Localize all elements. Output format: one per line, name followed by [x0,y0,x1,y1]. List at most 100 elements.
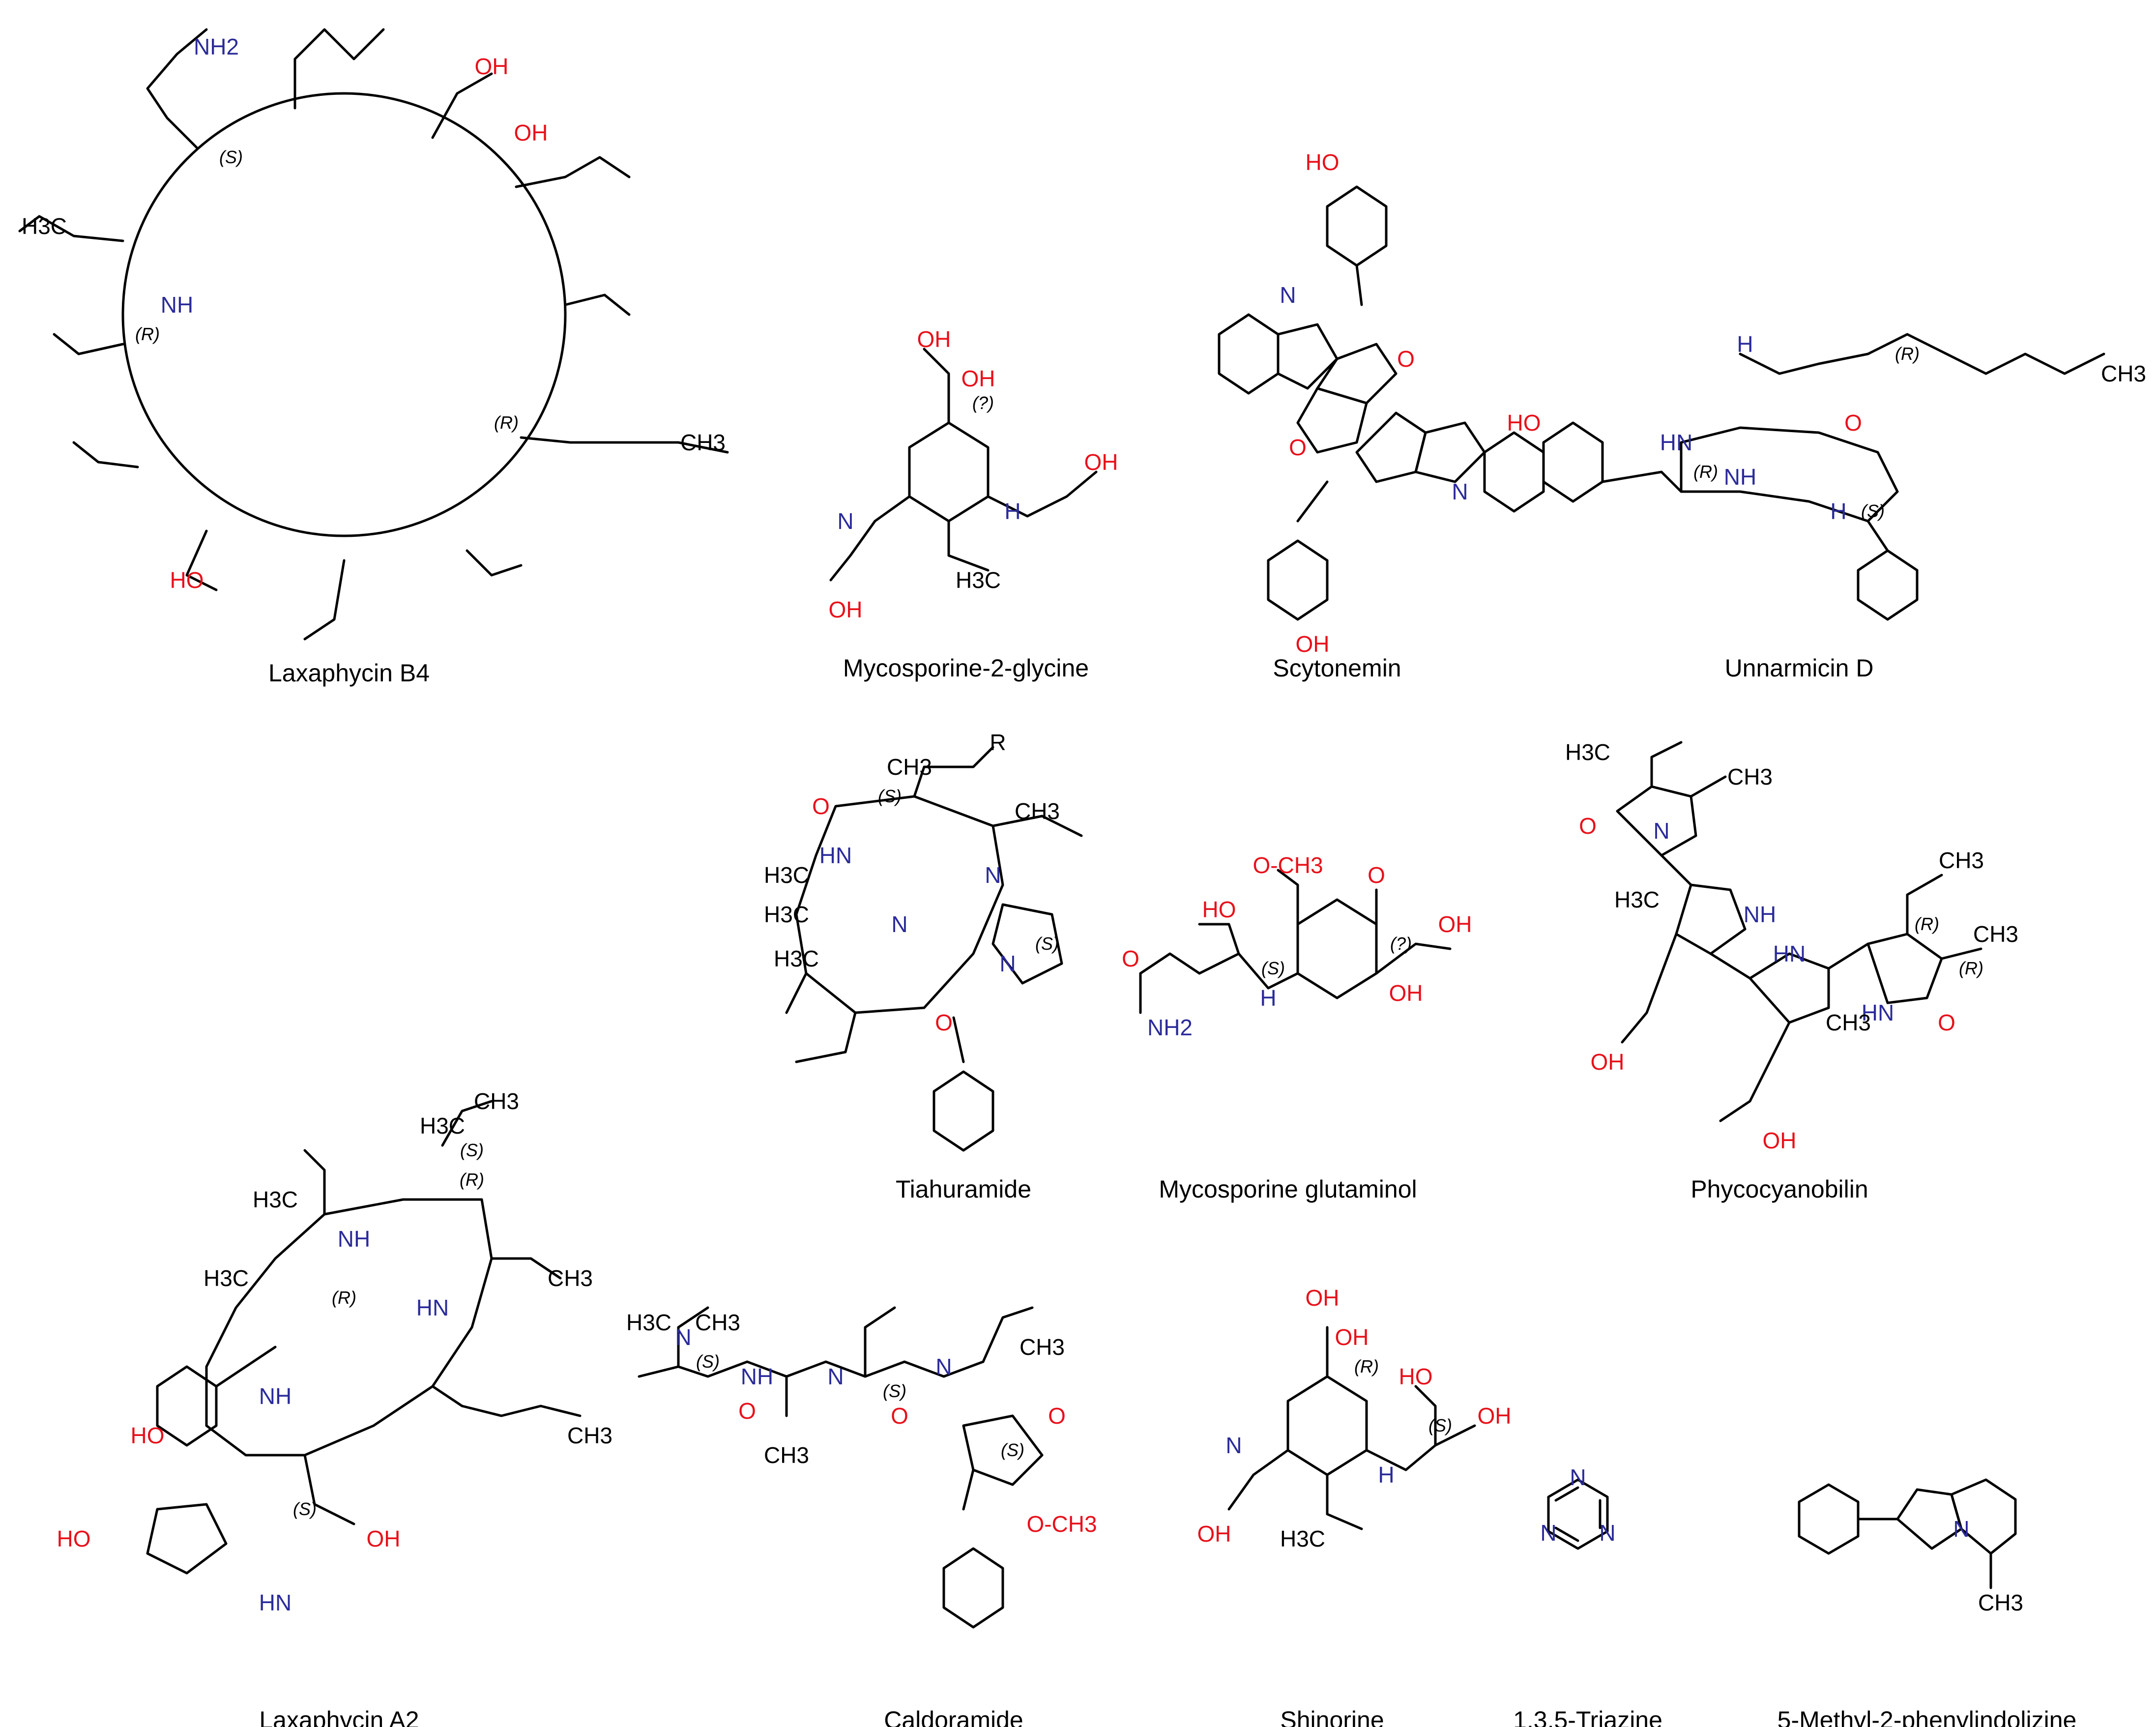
ho-label: HO [1398,1364,1433,1389]
ch3-label: CH3 [695,1310,741,1335]
h-label: H [1737,331,1753,357]
h3c-label: H3C [955,567,1001,593]
compound-name-tiahuramide: Tiahuramide [895,1175,1032,1203]
compound-name-indolizine: 5-Methyl-2-phenylindolizine [1777,1706,2077,1727]
h3c-label: H3C [1614,887,1660,912]
oh-label: OH [514,120,548,146]
compound-name-shinorine: Shinorine [1280,1706,1384,1727]
stereo-label: (S) [1261,958,1285,978]
o-label: O [1289,435,1307,460]
nh-label: H [1378,1462,1395,1488]
laxaphycin-b4-structure [18,28,729,641]
nh2-label: NH2 [193,34,239,59]
n-label: N [985,862,1001,888]
o-label: O [1844,410,1862,436]
o-label: O [891,1403,908,1429]
compound-name-laxaphycin-b4: Laxaphycin B4 [268,659,430,687]
nh-label: HN [259,1590,292,1615]
n-label: N [1280,282,1296,308]
compound-name-unnarmicin-d: Unnarmicin D [1724,654,1874,682]
nh-label: NH [740,1364,774,1389]
oh-label: OH [1197,1521,1231,1547]
oh-label: OH [1762,1128,1797,1153]
oh-label: OH [1335,1324,1369,1350]
h3c-label: H3C [21,213,67,239]
o-label: O [935,1010,953,1035]
stereo-label: (S) [878,786,902,806]
oh-label: OH [917,326,951,352]
compound-name-phycocyanobilin: Phycocyanobilin [1690,1175,1868,1203]
oh-label: OH [366,1526,401,1551]
nh-label: H [1830,498,1847,524]
ho-label: HO [130,1423,165,1448]
ch3-label: CH3 [886,754,932,780]
n-label: N [1599,1520,1616,1546]
h3c-label: H3C [626,1310,672,1335]
o-label: O [1122,946,1139,971]
compound-name-mycosporine-glutaminol: Mycosporine glutaminol [1159,1175,1417,1203]
nh-label: HN [1660,430,1693,455]
n-label: N [935,1354,952,1379]
stereo-label: (S) [460,1140,484,1160]
o-label: O [812,793,830,819]
stereo-label: (R) [135,324,160,344]
oh-label: OH [1389,980,1423,1006]
n-label: N [1452,479,1468,504]
ch3-label: CH3 [763,1442,810,1468]
stereo-label: (S) [883,1381,906,1401]
h3c-label: H3C [773,946,819,971]
ch3-label: CH3 [1727,764,1773,790]
nh-label: H [1260,985,1277,1011]
oh-label: OH [1084,449,1118,475]
nh-label: NH [160,292,194,318]
o-label: O [1938,1010,1955,1035]
nh-label: NH [337,1226,371,1252]
o-label: O [1368,862,1385,888]
compound-name-triazine: 1,3,5-Triazine [1513,1706,1662,1727]
r-label: R [990,730,1006,755]
oh-label: OH [961,366,995,391]
ch3-label: CH3 [547,1265,593,1291]
ho-label: HO [57,1526,91,1551]
ch3-label: CH3 [473,1088,520,1114]
hn-label: HN [819,843,852,868]
nh-label: NH [259,1383,292,1409]
stereo-label: (R) [1354,1356,1379,1376]
stereo-label: (?) [972,393,994,413]
nh-label: HN [416,1295,449,1320]
n-label: N [1653,818,1670,844]
compound-name-laxaphycin-a2: Laxaphycin A2 [259,1706,419,1727]
ch3-label: CH3 [1825,1010,1871,1035]
ch3-label: CH3 [1019,1334,1065,1360]
ch3-label: CH3 [567,1423,613,1448]
o-label: O [1579,813,1597,839]
stereo-label: (R) [1895,344,1920,364]
nh-label: NH [1743,902,1777,927]
stereo-label: (S) [1861,501,1885,521]
oh-label: OH [1305,1285,1340,1311]
compound-name-mycosporine-2-glycine: Mycosporine-2-glycine [843,654,1089,682]
stereo-label: (S) [219,147,243,167]
stereo-label: (S) [696,1351,720,1372]
ho-label: HO [1202,897,1236,922]
o-label: O [1048,1403,1066,1429]
o-label: O [738,1398,756,1424]
n-label: N [837,508,854,534]
h3c-label: H3C [763,902,810,927]
compound-name-caldoramide: Caldoramide [884,1706,1023,1727]
n-label: N [1953,1516,1970,1542]
ho-label: HO [1507,410,1541,436]
ome-label: O-CH3 [1026,1511,1097,1537]
stereo-label: (S) [293,1499,317,1519]
stereo-label: (?) [1390,934,1412,954]
ch3-label: CH3 [1014,798,1060,824]
n-label: N [999,951,1016,976]
n-label: N [827,1364,844,1389]
n-label: N [891,911,908,937]
